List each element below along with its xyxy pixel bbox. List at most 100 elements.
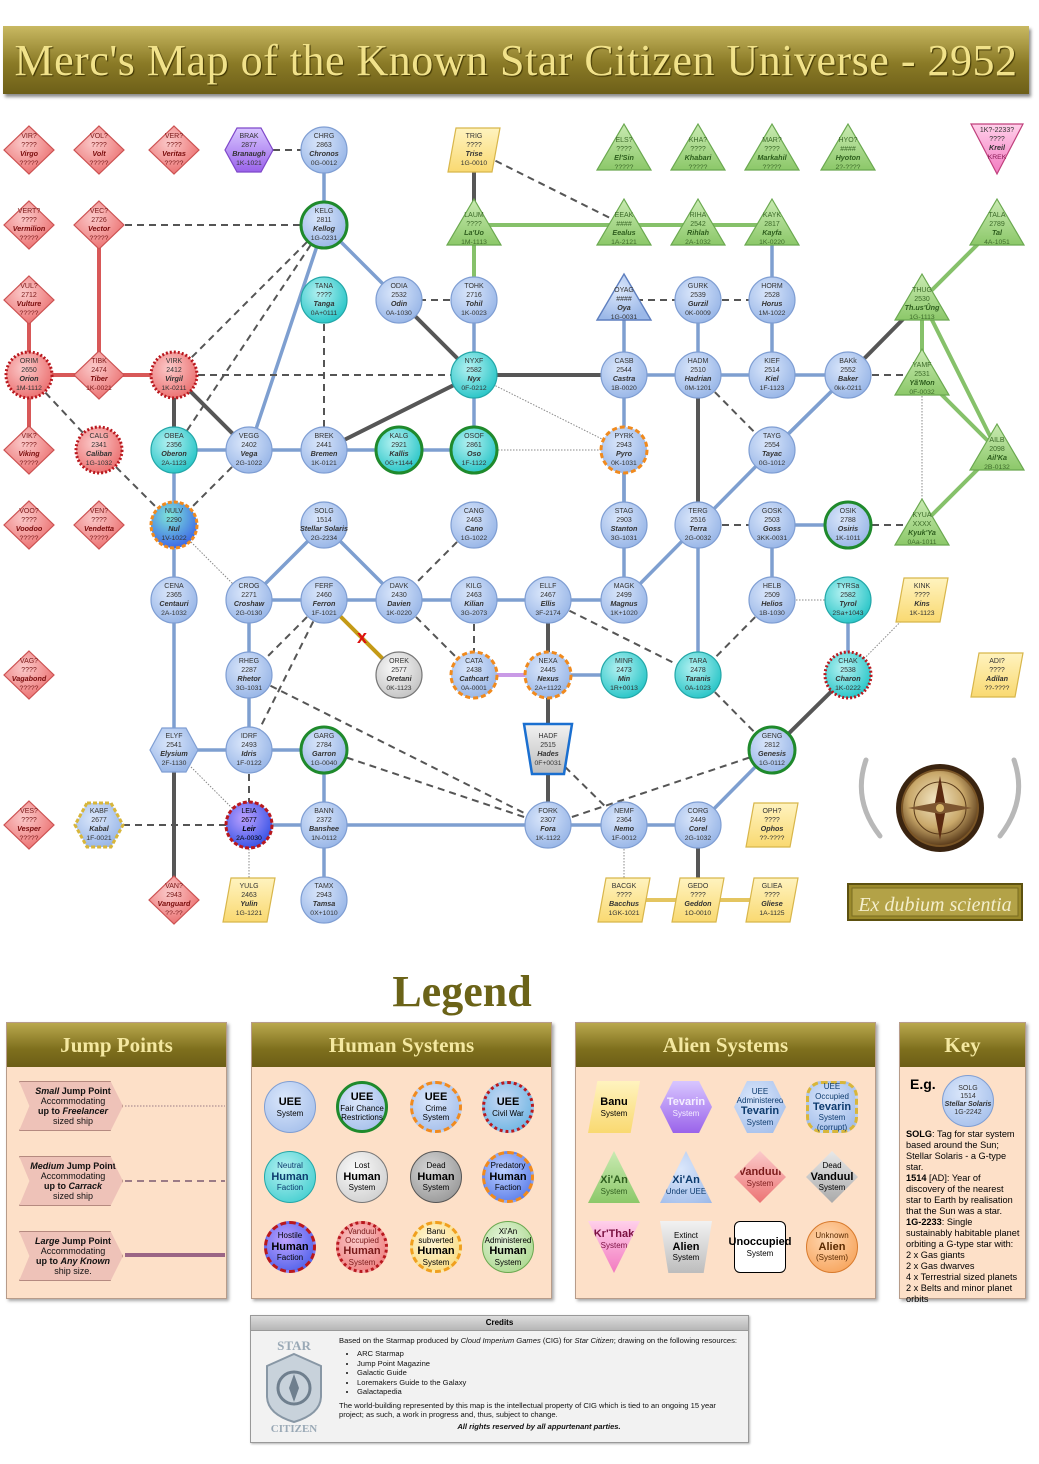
system-id: VOL? — [90, 133, 108, 140]
system-node-vik[interactable]: VIK?????Viking????? — [3, 425, 55, 475]
system-node-oph[interactable]: OPH?????Ophos??-???? — [745, 802, 799, 848]
system-node-ven[interactable]: VEN?????Vendetta????? — [73, 500, 125, 550]
system-node-els[interactable]: ELS?????El'Sin????? — [595, 122, 653, 171]
system-node-vag[interactable]: VAG?????Vagabond????? — [3, 650, 55, 700]
system-node-kha[interactable]: KHA?????Khabari????? — [669, 122, 727, 171]
system-node-adi[interactable]: ADI?????Adilan??-???? — [970, 652, 1024, 698]
legend-bot: System — [422, 1183, 450, 1193]
system-node-voo[interactable]: VOO?????Voodoo????? — [3, 500, 55, 550]
system-node-vert[interactable]: VERT?????Vermilion????? — [3, 200, 55, 250]
legend-bot: System — [276, 1108, 304, 1118]
system-node-mar[interactable]: MAR?????Markahil????? — [743, 122, 801, 171]
system-node-vir[interactable]: VIR?????Virgo????? — [3, 125, 55, 175]
system-node-vol[interactable]: VOL?????Volt????? — [73, 125, 125, 175]
system-node-ver[interactable]: VER?????Veritas????? — [148, 125, 200, 175]
credits-resources: ARC Starmap Jump Point Magazine Galactic… — [347, 1349, 739, 1396]
system-code: ????? — [20, 460, 39, 467]
system-node-ves[interactable]: VES?????Vesper????? — [3, 800, 55, 850]
system-name: 2098 — [989, 446, 1005, 453]
